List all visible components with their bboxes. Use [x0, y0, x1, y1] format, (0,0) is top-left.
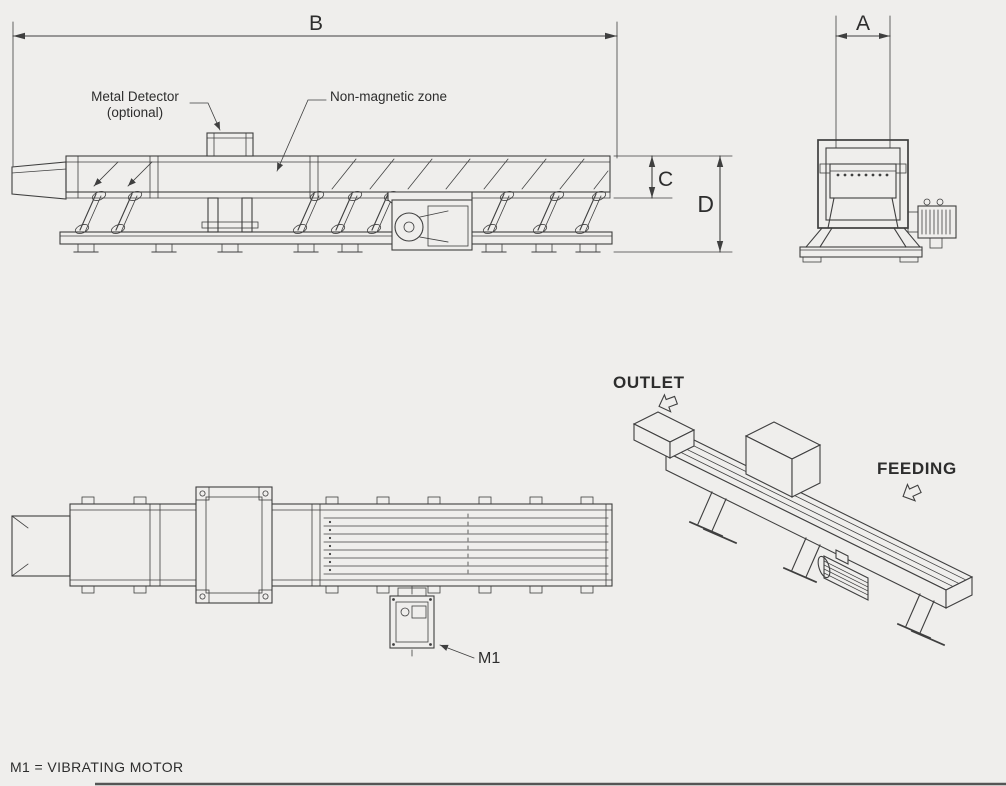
- plan-view: M1: [11, 486, 613, 667]
- iso-stands: [688, 491, 946, 647]
- exciter-drive-side: [387, 191, 473, 251]
- side-base-frame: [59, 231, 613, 253]
- iso-outlet-chute: [632, 411, 696, 459]
- non-magnetic-zone-label: Non-magnetic zone: [330, 89, 447, 104]
- feeding-arrow-icon: [902, 483, 922, 502]
- m1-label: M1: [478, 650, 500, 667]
- metal-detector-side: [201, 132, 259, 233]
- end-elevation-view: A: [799, 12, 957, 263]
- side-elevation-view: B: [11, 12, 733, 253]
- end-motor: [907, 198, 957, 249]
- metal-detector-plan: [195, 486, 273, 604]
- outlet-arrow-icon: [658, 393, 679, 413]
- dimension-c: [613, 155, 733, 199]
- suspension-links: [74, 191, 607, 234]
- iso-vibrating-motor: [817, 549, 869, 601]
- metal-detector-callout: Metal Detector (optional): [91, 89, 221, 131]
- metal-detector-label: Metal Detector: [91, 89, 179, 104]
- dim-b-label: B: [309, 12, 323, 35]
- dim-c-label: C: [658, 168, 673, 191]
- outlet-label: OUTLET: [613, 373, 685, 392]
- iso-trough: [664, 438, 974, 609]
- metal-detector-optional-label: (optional): [107, 105, 163, 120]
- dimension-a: [835, 15, 891, 149]
- dimension-b: [12, 21, 618, 167]
- isometric-view: OUTLET FEEDING: [613, 373, 974, 647]
- non-magnetic-zone-callout: Non-magnetic zone: [276, 89, 447, 172]
- iso-metal-detector: [744, 421, 822, 498]
- dim-d-label: D: [697, 191, 714, 217]
- side-trough: [11, 155, 611, 200]
- legend-text: M1 = VIBRATING MOTOR: [10, 759, 184, 775]
- dim-a-label: A: [856, 12, 870, 35]
- dimension-d: [613, 155, 733, 253]
- plan-slatted-deck: [323, 513, 609, 579]
- plan-mounting-tabs: [81, 496, 594, 594]
- feeding-label: FEEDING: [877, 459, 957, 478]
- vibrating-motor-plan: [389, 585, 435, 657]
- end-machine: [799, 139, 957, 263]
